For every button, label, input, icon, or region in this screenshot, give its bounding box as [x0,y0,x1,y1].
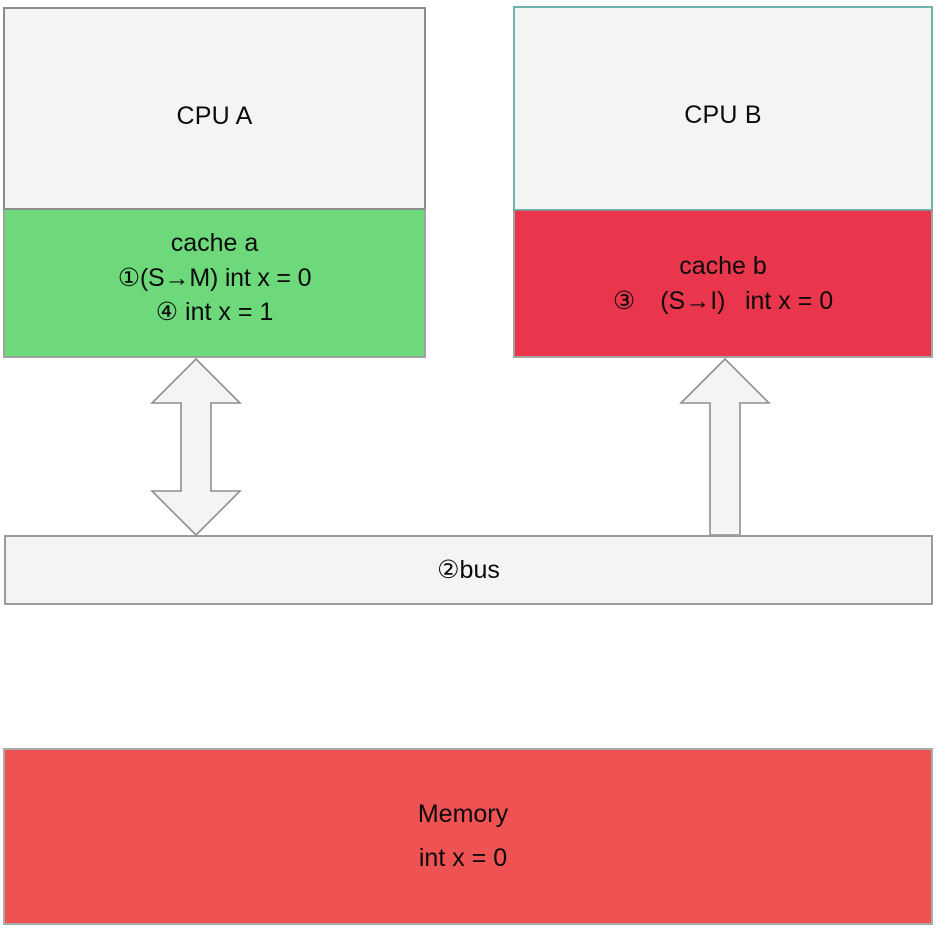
cache-b-title: cache b [679,252,767,280]
cache-a-to-bus-double-arrow-icon [150,358,242,536]
cache-b-state-line-1: ③ (S→I) int x = 0 [612,286,834,315]
cache-a-block: cache a ①(S→M) int x = 0 ④ int x = 1 [3,209,426,358]
bus-block: ②bus [4,535,933,605]
cache-a-state-line-1: ①(S→M) int x = 0 [117,263,312,292]
cpu-b-label: CPU B [684,101,762,129]
cache-a-state-line-2: ④ int x = 1 [155,298,274,326]
bus-to-cache-b-arrow-icon [679,358,771,536]
cpu-a-label: CPU A [176,102,253,130]
cache-b-block: cache b ③ (S→I) int x = 0 [513,210,933,358]
cpu-b-block: CPU B [513,6,933,211]
cache-a-title: cache a [170,229,259,257]
cpu-a-block: CPU A [3,7,426,210]
memory-block: Memory int x = 0 [3,748,933,925]
memory-value: int x = 0 [418,843,508,872]
bus-label: ②bus [437,556,500,584]
memory-title: Memory [417,799,509,828]
